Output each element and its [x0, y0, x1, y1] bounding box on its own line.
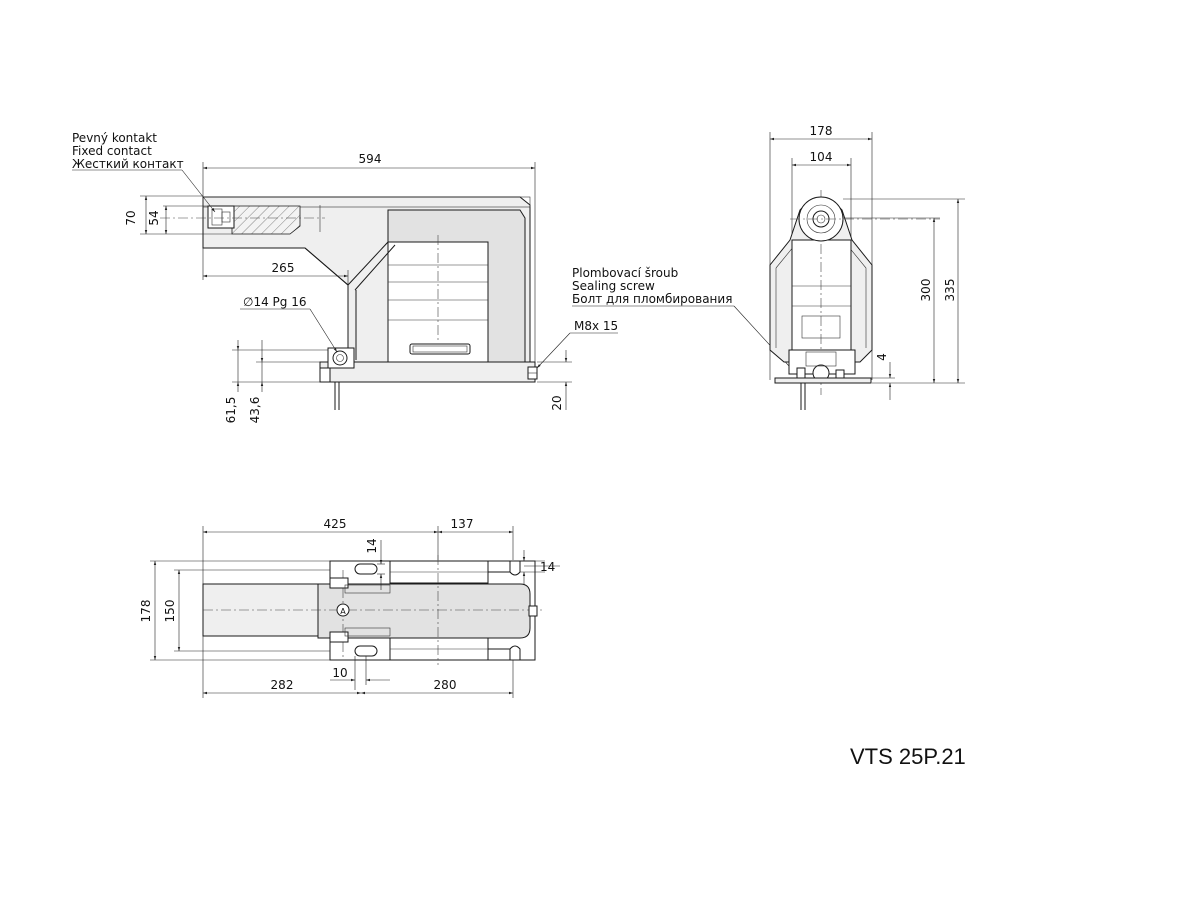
dim-43-6: 43,6 — [248, 397, 262, 424]
dim-top-14-a: 14 — [365, 538, 379, 553]
dim-end-335: 335 — [943, 279, 957, 302]
label-sealing-screw-cz: Plombovací šroub — [572, 266, 678, 280]
dim-end-178: 178 — [810, 124, 833, 138]
label-screw-spec: M8x 15 — [574, 319, 618, 333]
end-base — [774, 377, 872, 384]
slot-top — [354, 563, 378, 575]
label-fixed-contact-en: Fixed contact — [72, 144, 152, 158]
label-sealing-screw-en: Sealing screw — [572, 279, 655, 293]
dim-top-280: 280 — [434, 678, 457, 692]
dim-594: 594 — [359, 152, 382, 166]
dim-top-10: 10 — [332, 666, 347, 680]
label-sealing-screw-ru: Болт для пломбирования — [572, 292, 732, 306]
dim-top-178: 178 — [139, 600, 153, 623]
dim-top-282: 282 — [271, 678, 294, 692]
label-hole-spec: ∅14 Pg 16 — [243, 295, 306, 309]
end-view: 178 104 30 — [769, 124, 965, 410]
label-fixed-contact-cz: Pevný kontakt — [72, 131, 157, 145]
dim-end-4: 4 — [875, 353, 889, 361]
dim-70: 70 — [124, 210, 138, 225]
dim-top-150: 150 — [163, 600, 177, 623]
dim-top-137: 137 — [451, 517, 474, 531]
dim-end-300: 300 — [919, 279, 933, 302]
dim-265: 265 — [272, 261, 295, 275]
dim-end-104: 104 — [810, 150, 833, 164]
sealing-screw-label: Plombovací šroub Sealing screw Болт для … — [572, 266, 801, 379]
svg-text:A: A — [340, 607, 346, 616]
dim-top-425: 425 — [324, 517, 347, 531]
dim-54: 54 — [147, 210, 161, 225]
dim-20: 20 — [550, 395, 564, 410]
dim-top-14-b: 14 — [540, 560, 555, 574]
slot-bottom — [354, 645, 378, 657]
top-view: 425 137 A — [139, 517, 560, 698]
drawing-title: VTS 25P.21 — [850, 744, 966, 769]
terminal-hole — [332, 350, 348, 366]
contact-section — [231, 205, 301, 235]
side-view: 594 — [72, 131, 618, 423]
label-fixed-contact-ru: Жесткий контакт — [72, 157, 184, 171]
dim-61-5: 61,5 — [224, 397, 238, 424]
